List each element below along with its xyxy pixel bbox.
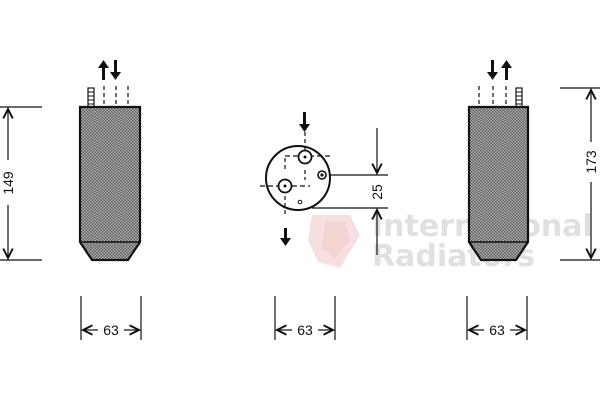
outlet-arrow-icon [280,228,291,246]
left-height-label: 149 [0,171,16,195]
middle-width-dimension: 63 [274,296,336,340]
left-width-label: 63 [103,322,119,338]
right-height-dimension: 173 [560,87,600,261]
top-view: 25 63 [260,112,388,340]
top-offset-dimension: 25 [312,128,388,255]
watermark: International Radiators [308,209,593,274]
right-width-label: 63 [489,322,505,338]
watermark-logo-icon [308,215,360,268]
left-drier-body [78,105,142,262]
right-drier-body [467,105,530,262]
flow-up-arrow-icon [501,60,512,80]
left-fitting [87,86,129,108]
flow-down-arrow-icon [110,60,121,80]
right-view: 173 63 [466,60,600,340]
flow-up-arrow-icon [98,60,109,80]
inlet-arrow-icon [299,112,310,132]
top-view-circle [265,145,331,211]
right-height-label: 173 [583,150,599,174]
right-width-dimension: 63 [466,296,528,340]
middle-width-label: 63 [297,322,313,338]
right-fitting [478,86,523,108]
flow-down-arrow-icon [487,60,498,80]
left-view: 149 63 [0,60,142,340]
top-offset-label: 25 [369,184,385,200]
small-hole-icon [297,199,303,205]
left-width-dimension: 63 [80,296,142,340]
left-height-dimension: 149 [0,106,42,261]
